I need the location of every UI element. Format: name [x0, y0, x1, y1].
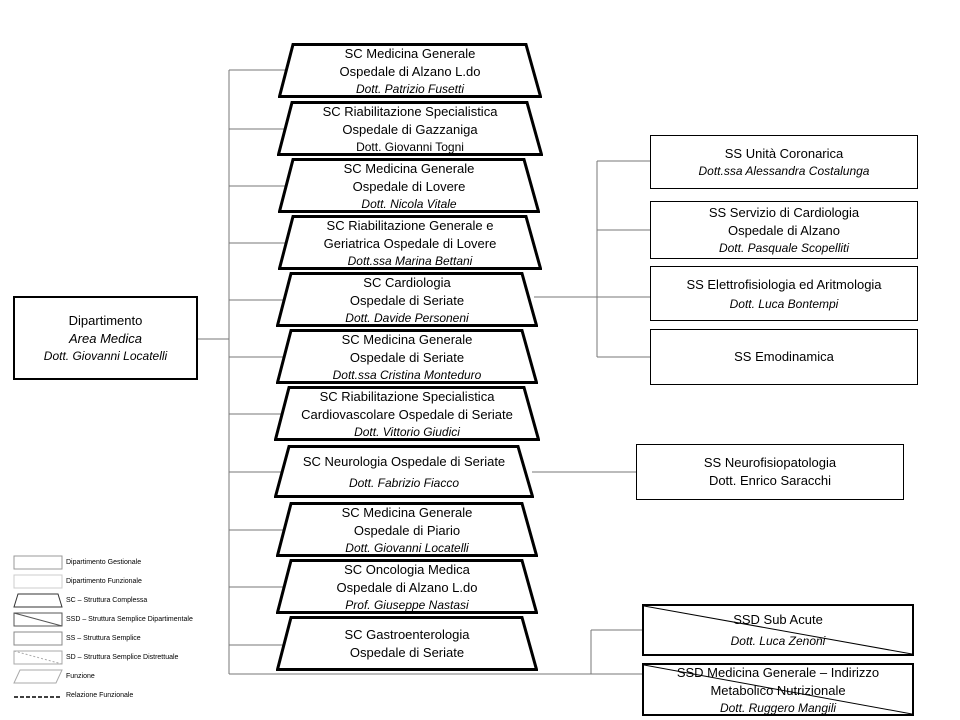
unit-name: SC Riabilitazione Generale e	[326, 217, 494, 233]
department-title: Dipartimento	[68, 313, 143, 328]
subunit-unita-coronarica[interactable]: SS Unità Coronarica Dott.ssa Alessandra …	[650, 135, 918, 189]
subunit-neurofisiopatologia[interactable]: SS Neurofisiopatologia Dott. Enrico Sara…	[636, 444, 904, 500]
unit-name: SC Medicina Generale	[341, 504, 473, 520]
unit-location: Ospedale di Piario	[353, 522, 461, 538]
ssd-head: Dott. Ruggero Mangili	[719, 700, 837, 715]
subunit-name: SS Servizio di Cardiologia	[708, 205, 860, 220]
unit-name: SC Cardiologia	[363, 274, 451, 290]
unit-name: SC Medicina Generale	[341, 331, 473, 347]
subunit-head: Dott.ssa Alessandra Costalunga	[698, 164, 870, 178]
legend-label: Dipartimento Funzionale	[66, 578, 142, 585]
legend-label: SD – Struttura Semplice Distrettuale	[66, 654, 179, 661]
subunit-name: SS Elettrofisiologia ed Aritmologia	[686, 276, 882, 292]
unit-name: SC Neurologia Ospedale di Seriate	[302, 453, 506, 469]
unit-head: Dott.ssa Cristina Monteduro	[332, 367, 482, 382]
subunit-elettrofisiologia[interactable]: SS Elettrofisiologia ed Aritmologia Dott…	[650, 266, 918, 321]
subunit-name: SS Emodinamica	[734, 349, 834, 364]
legend-label: Funzione	[66, 673, 95, 680]
ssd-name: SSD Sub Acute	[733, 612, 823, 627]
unit-location: Ospedale di Seriate	[349, 644, 465, 660]
department-subtitle: Area Medica	[69, 331, 142, 346]
legend-label: SS – Struttura Semplice	[66, 635, 141, 642]
legend-label: SSD – Struttura Semplice Dipartimentale	[66, 616, 193, 623]
ssd-diagonal	[644, 606, 912, 654]
subunit-name: SS Neurofisiopatologia	[703, 455, 837, 470]
unit-location: Ospedale di Alzano L.do	[339, 63, 481, 79]
unit-name: SC Medicina Generale	[343, 160, 475, 176]
unit-location: Geriatrica Ospedale di Lovere	[323, 235, 497, 251]
ssd-medicina-metabolico[interactable]: SSD Medicina Generale – Indirizzo Metabo…	[642, 663, 914, 716]
ssd-name: SSD Medicina Generale – Indirizzo	[676, 664, 880, 680]
subunit-head: Dott. Pasquale Scopelliti	[718, 241, 850, 255]
subunit-servizio-cardiologia[interactable]: SS Servizio di Cardiologia Ospedale di A…	[650, 201, 918, 259]
unit-head: Dott. Davide Personeni	[345, 310, 469, 325]
ssd-head: Dott. Luca Zenoni	[730, 634, 826, 648]
subunit-location: Ospedale di Alzano	[727, 223, 841, 238]
subunit-head: Dott. Enrico Saracchi	[708, 473, 832, 488]
unit-name: SC Medicina Generale	[344, 45, 476, 61]
unit-location: Ospedale di Gazzaniga	[342, 121, 478, 137]
unit-head: Dott. Giovanni Locatelli	[345, 540, 469, 555]
unit-location: Ospedale di Lovere	[352, 178, 466, 194]
unit-head: Dott. Giovanni Togni	[356, 139, 464, 154]
unit-head: Dott. Vittorio Giudici	[354, 424, 460, 439]
legend-label: Relazione Funzionale	[66, 692, 134, 699]
unit-riabilitazione-lovere[interactable]: SC Riabilitazione Generale e Geriatrica O…	[278, 215, 542, 270]
subunit-head: Dott. Luca Bontempi	[729, 296, 839, 311]
ssd-diagonal	[644, 665, 912, 714]
unit-head: Prof. Giuseppe Nastasi	[345, 597, 469, 612]
subunit-emodinamica[interactable]: SS Emodinamica	[650, 329, 918, 385]
unit-head: Dott. Patrizio Fusetti	[355, 81, 465, 96]
ssd-sub-acute[interactable]: SSD Sub Acute Dott. Luca Zenoni	[642, 604, 914, 656]
legend-label: Dipartimento Gestionale	[66, 559, 142, 566]
department-box[interactable]: Dipartimento Area Medica Dott. Giovanni …	[13, 296, 198, 380]
unit-head: Dott. Nicola Vitale	[361, 196, 457, 211]
unit-location: Ospedale di Alzano L.do	[336, 579, 478, 595]
subunit-name: SS Unità Coronarica	[724, 146, 844, 161]
legend-label: SC – Struttura Complessa	[66, 597, 148, 604]
unit-name: SC Riabilitazione Specialistica	[319, 388, 495, 404]
unit-location: Ospedale di Seriate	[349, 292, 465, 308]
unit-name: SC Gastroenterologia	[344, 626, 470, 642]
ssd-location: Metabolico Nutrizionale	[710, 682, 846, 698]
unit-head: Dott.ssa Marina Bettani	[347, 253, 473, 268]
unit-name: SC Oncologia Medica	[344, 561, 470, 577]
unit-head: Dott. Fabrizio Fiacco	[348, 475, 460, 490]
legend-symbols	[13, 555, 63, 698]
unit-location: Cardiovascolare Ospedale di Seriate	[301, 406, 513, 422]
unit-name: SC Riabilitazione Specialistica	[322, 103, 498, 119]
department-head: Dott. Giovanni Locatelli	[43, 349, 168, 363]
unit-location: Ospedale di Seriate	[349, 349, 465, 365]
